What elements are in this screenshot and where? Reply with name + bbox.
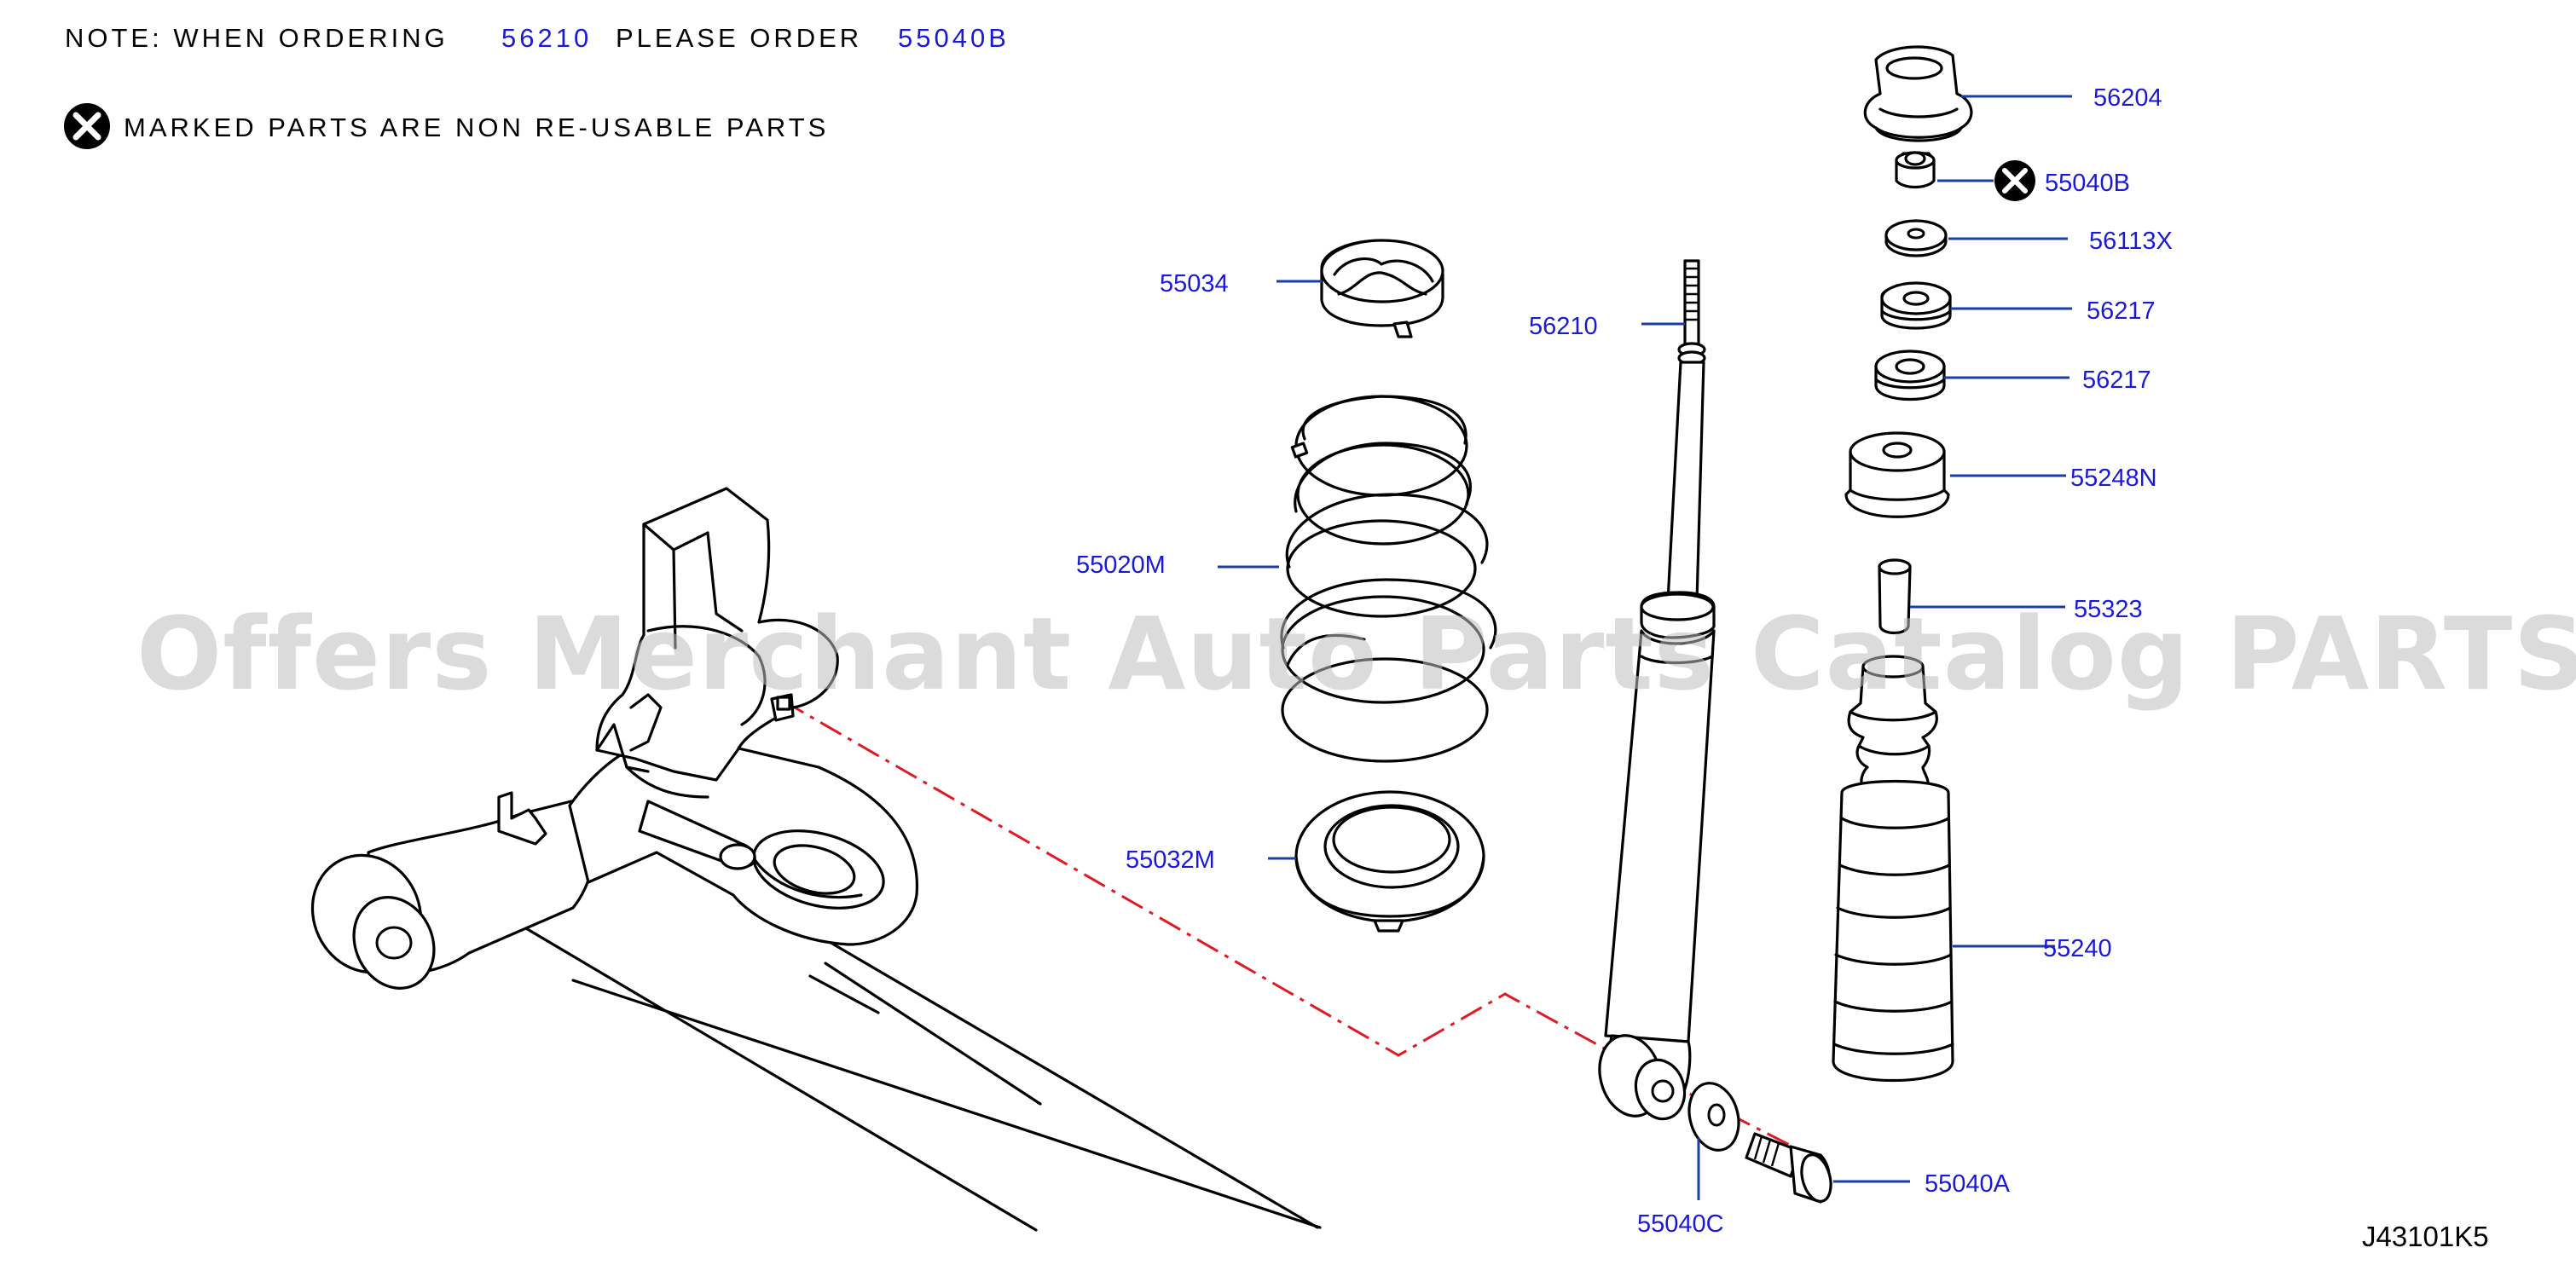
upper-washer[interactable] <box>1884 219 1948 257</box>
note-please-order: PLEASE ORDER <box>616 23 862 53</box>
bump-stop-boot[interactable] <box>1832 655 1954 1082</box>
callout-labels: 56204 55040B 56113X 56217 56217 55248N 5… <box>1076 84 2173 1238</box>
order-note: NOTE: WHEN ORDERING 56210 PLEASE ORDER 5… <box>65 23 1010 53</box>
coil-spring[interactable] <box>1280 395 1497 763</box>
shock-absorber[interactable] <box>1591 259 1716 1124</box>
callout-55040B[interactable]: 55040B <box>2045 170 2130 197</box>
callout-56217-lower[interactable]: 56217 <box>2082 367 2151 394</box>
spacer-tube[interactable] <box>1878 558 1912 635</box>
callout-55240[interactable]: 55240 <box>2043 935 2112 962</box>
callout-56113X[interactable]: 56113X <box>2089 228 2173 255</box>
callout-56210[interactable]: 56210 <box>1529 313 1598 340</box>
washer[interactable] <box>1682 1077 1746 1156</box>
callout-55323[interactable]: 55323 <box>2074 596 2143 623</box>
non-reusable-text: MARKED PARTS ARE NON RE-USABLE PARTS <box>124 113 829 142</box>
lower-spring-seat[interactable] <box>1294 790 1485 933</box>
watermark: Offers Merchant Auto Parts Catalog PARTS… <box>136 595 2576 713</box>
mount-bushing-lower[interactable] <box>1874 349 1946 401</box>
self-locking-nut[interactable] <box>1895 151 1936 189</box>
circle-x-icon <box>64 103 110 149</box>
mount-seat[interactable] <box>1844 431 1950 518</box>
callout-56204[interactable]: 56204 <box>2093 84 2162 112</box>
mounting-bolt[interactable] <box>1745 1132 1836 1204</box>
callout-55034[interactable]: 55034 <box>1160 270 1229 297</box>
mount-bushing-upper[interactable] <box>1880 281 1952 330</box>
mount-cap[interactable] <box>1863 45 1973 142</box>
non-reusable-note: MARKED PARTS ARE NON RE-USABLE PARTS <box>64 103 829 149</box>
callout-55248N[interactable]: 55248N <box>2070 465 2157 492</box>
rear-axle-beam <box>310 487 1322 1232</box>
diagram-code: J43101K5 <box>2362 1221 2489 1252</box>
callout-55020M[interactable]: 55020M <box>1076 552 1166 579</box>
callout-55032M[interactable]: 55032M <box>1126 846 1215 874</box>
circle-x-icon <box>1994 160 2035 201</box>
upper-spring-seat[interactable] <box>1320 239 1444 338</box>
callout-55040A[interactable]: 55040A <box>1925 1170 2011 1198</box>
note-when-ordering: NOTE: WHEN ORDERING <box>65 23 449 53</box>
note-part-56210[interactable]: 56210 <box>501 23 592 53</box>
callout-56217-upper[interactable]: 56217 <box>2087 297 2156 325</box>
callout-55040C[interactable]: 55040C <box>1637 1210 1724 1238</box>
note-part-55040B[interactable]: 55040B <box>898 23 1010 53</box>
